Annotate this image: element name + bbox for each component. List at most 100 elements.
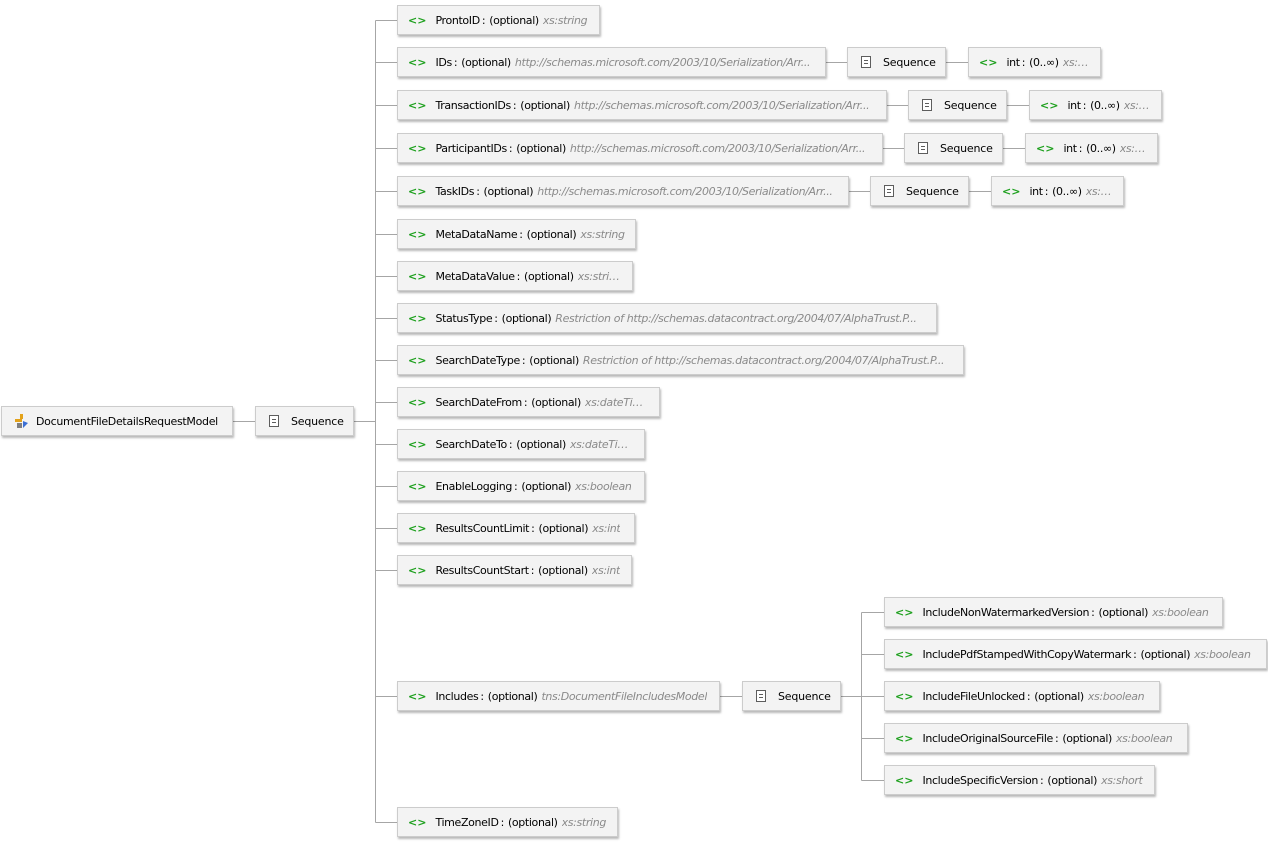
sequence-icon <box>756 690 766 702</box>
element-node-includepdfstampedwithcopywatermark[interactable]: <> IncludePdfStampedWithCopyWatermark: (… <box>884 639 1267 669</box>
element-name: Includes <box>435 689 479 703</box>
element-type: Restriction of http://schemas.datacontra… <box>555 311 917 325</box>
element-node-resultscountlimit[interactable]: <> ResultsCountLimit: (optional) xs:int <box>397 513 635 543</box>
element-name: EnableLogging <box>435 479 512 493</box>
element-icon: <> <box>1036 141 1055 155</box>
element-name: int <box>1063 141 1077 155</box>
ids-int-node[interactable]: <> int: (0..∞) xs:int <box>968 47 1101 77</box>
element-node-participantids[interactable]: <> ParticipantIDs: (optional) http://sch… <box>397 133 883 163</box>
element-name: IncludePdfStampedWithCopyWatermark <box>922 647 1132 661</box>
element-node-statustype[interactable]: <> StatusType: (optional) Restriction of… <box>397 303 937 333</box>
element-icon: <> <box>979 55 998 69</box>
ids-sequence-node[interactable]: Sequence <box>847 47 946 77</box>
element-qualifier: (optional) <box>538 563 588 577</box>
element-icon: <> <box>895 647 914 661</box>
element-icon: <> <box>408 98 427 112</box>
complex-type-icon <box>15 414 28 428</box>
main-sequence-node[interactable]: Sequence <box>255 406 354 436</box>
element-qualifier: (optional) <box>1140 647 1191 661</box>
element-icon: <> <box>408 563 427 577</box>
element-type: xs:string <box>542 13 588 27</box>
element-qualifier: (optional) <box>521 479 572 493</box>
element-icon: <> <box>408 227 427 241</box>
element-name: SearchDateTo <box>435 437 507 451</box>
element-qualifier: (optional) <box>489 13 539 27</box>
element-type: http://schemas.microsoft.com/2003/10/Ser… <box>573 98 870 112</box>
element-type: xs:dateTime <box>584 395 649 409</box>
taskids-sequence-node[interactable]: Sequence <box>870 176 969 206</box>
element-name: TaskIDs <box>435 184 475 198</box>
participantids-int-node[interactable]: <> int: (0..∞) xs:int <box>1025 133 1158 163</box>
sequence-label: Sequence <box>944 98 997 112</box>
element-node-metadatavalue[interactable]: <> MetaDataValue: (optional) xs:string <box>397 261 633 291</box>
element-type: xs:int <box>1119 141 1147 155</box>
transactionids-int-node[interactable]: <> int: (0..∞) xs:int <box>1029 90 1162 120</box>
element-name: ParticipantIDs <box>435 141 507 155</box>
element-type: http://schemas.microsoft.com/2003/10/Ser… <box>514 55 811 69</box>
element-node-searchdatefrom[interactable]: <> SearchDateFrom: (optional) xs:dateTim… <box>397 387 660 417</box>
element-cardinality: (0..∞) <box>1086 141 1116 155</box>
element-type: xs:int <box>1062 55 1090 69</box>
element-type: xs:int <box>591 563 620 577</box>
element-node-timezoneid[interactable]: <> TimeZoneID: (optional) xs:string <box>397 807 618 837</box>
element-node-includenonwatermarkedversion[interactable]: <> IncludeNonWatermarkedVersion: (option… <box>884 597 1223 627</box>
root-complex-type-node[interactable]: DocumentFileDetailsRequestModel <box>1 406 233 436</box>
element-type: xs:short <box>1101 773 1143 787</box>
sequence-icon <box>918 142 928 154</box>
element-icon: <> <box>408 689 427 703</box>
element-qualifier: (optional) <box>531 395 581 409</box>
sequence-icon <box>861 56 871 68</box>
element-type: xs:boolean <box>1194 647 1251 661</box>
element-node-ids[interactable]: <> IDs: (optional) http://schemas.micros… <box>397 47 826 77</box>
includes-sequence-node[interactable]: Sequence <box>742 681 841 711</box>
element-node-metadataname[interactable]: <> MetaDataName: (optional) xs:string <box>397 219 636 249</box>
element-qualifier: (optional) <box>1034 689 1084 703</box>
element-qualifier: (optional) <box>1098 605 1149 619</box>
element-type: tns:DocumentFileIncludesModel <box>541 689 708 703</box>
taskids-int-node[interactable]: <> int: (0..∞) xs:int <box>991 176 1124 206</box>
element-name: TimeZoneID <box>435 815 499 829</box>
element-type: xs:int <box>1123 98 1151 112</box>
element-cardinality: (0..∞) <box>1029 55 1059 69</box>
element-node-searchdatetype[interactable]: <> SearchDateType: (optional) Restrictio… <box>397 345 964 375</box>
element-type: xs:dateTime <box>569 437 634 451</box>
transactionids-sequence-node[interactable]: Sequence <box>908 90 1007 120</box>
element-node-includeoriginalsourcefile[interactable]: <> IncludeOriginalSourceFile: (optional)… <box>884 723 1188 753</box>
element-type: http://schemas.microsoft.com/2003/10/Ser… <box>537 184 833 198</box>
element-icon: <> <box>408 437 427 451</box>
element-node-resultscountstart[interactable]: <> ResultsCountStart: (optional) xs:int <box>397 555 632 585</box>
element-icon: <> <box>895 731 914 745</box>
element-node-searchdateto[interactable]: <> SearchDateTo: (optional) xs:dateTime <box>397 429 645 459</box>
element-type: xs:string <box>561 815 606 829</box>
element-node-includefileunlocked[interactable]: <> IncludeFileUnlocked: (optional) xs:bo… <box>884 681 1160 711</box>
element-icon: <> <box>1002 184 1021 198</box>
element-type: xs:int <box>592 521 621 535</box>
element-name: SearchDateType <box>435 353 520 367</box>
element-qualifier: (optional) <box>520 98 570 112</box>
element-icon: <> <box>408 395 427 409</box>
element-qualifier: (optional) <box>516 437 566 451</box>
element-node-includespecificversion[interactable]: <> IncludeSpecificVersion: (optional) xs… <box>884 765 1155 795</box>
element-type: xs:boolean <box>1087 689 1145 703</box>
element-icon: <> <box>408 521 427 535</box>
element-name: IncludeFileUnlocked <box>922 689 1025 703</box>
element-icon: <> <box>895 689 914 703</box>
element-qualifier: (optional) <box>461 55 511 69</box>
element-icon: <> <box>895 773 914 787</box>
participantids-sequence-node[interactable]: Sequence <box>904 133 1003 163</box>
sequence-label: Sequence <box>291 414 344 428</box>
element-node-enablelogging[interactable]: <> EnableLogging: (optional) xs:boolean <box>397 471 645 501</box>
element-type: xs:boolean <box>1116 731 1173 745</box>
element-node-taskids[interactable]: <> TaskIDs: (optional) http://schemas.mi… <box>397 176 849 206</box>
element-name: IncludeNonWatermarkedVersion <box>922 605 1090 619</box>
element-qualifier: (optional) <box>1047 773 1098 787</box>
element-qualifier: (optional) <box>487 689 538 703</box>
sequence-label: Sequence <box>883 55 936 69</box>
element-node-includes[interactable]: <> Includes: (optional) tns:DocumentFile… <box>397 681 720 711</box>
element-qualifier: (optional) <box>483 184 534 198</box>
element-qualifier: (optional) <box>516 141 566 155</box>
element-node-prontoid[interactable]: <> ProntoID: (optional) xs:string <box>397 5 600 35</box>
element-node-transactionids[interactable]: <> TransactionIDs: (optional) http://sch… <box>397 90 887 120</box>
element-name: StatusType <box>435 311 493 325</box>
